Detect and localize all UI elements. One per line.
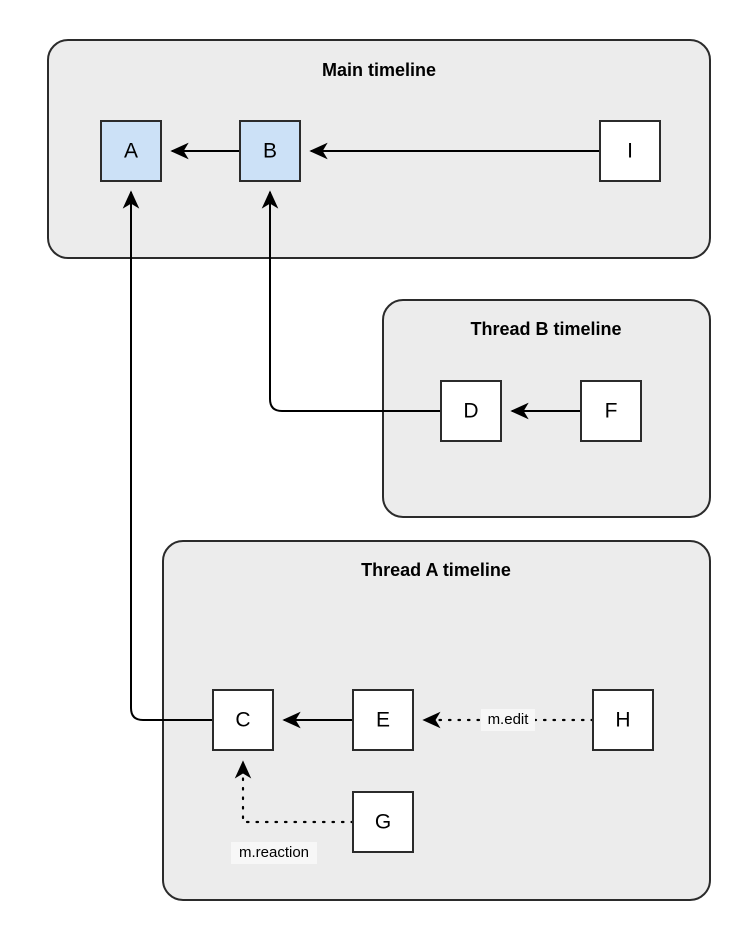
edge-D-to-B xyxy=(261,190,441,412)
event-node-label-A: A xyxy=(124,140,138,163)
event-node-label-I: I xyxy=(627,140,633,163)
message-edges xyxy=(122,142,600,824)
event-node-label-E: E xyxy=(376,709,390,732)
event-node-box-I[interactable] xyxy=(599,120,661,182)
edge-label-bg-H-to-E xyxy=(481,709,535,731)
event-node-F[interactable]: F xyxy=(580,380,642,442)
event-node-label-D: D xyxy=(463,400,478,423)
edge-C-to-A xyxy=(122,190,213,721)
event-node-box-D[interactable] xyxy=(440,380,502,442)
event-node-box-H[interactable] xyxy=(592,689,654,751)
event-node-label-H: H xyxy=(615,709,630,732)
group-title-thread-b-timeline: Thread B timeline xyxy=(470,319,621,339)
event-node-D[interactable]: D xyxy=(440,380,502,442)
event-node-A[interactable]: A xyxy=(100,120,162,182)
event-node-H[interactable]: H xyxy=(592,689,654,751)
event-node-C[interactable]: C xyxy=(212,689,274,751)
edge-label-G-to-C: m.reaction xyxy=(239,844,309,861)
event-node-box-G[interactable] xyxy=(352,791,414,853)
event-node-E[interactable]: E xyxy=(352,689,414,751)
event-node-label-G: G xyxy=(375,811,391,834)
event-node-box-A[interactable] xyxy=(100,120,162,182)
timeline-group-main-timeline xyxy=(47,39,711,259)
event-node-box-F[interactable] xyxy=(580,380,642,442)
edge-label-bg-G-to-C xyxy=(231,842,317,864)
edge-label-H-to-E: m.edit xyxy=(488,711,530,728)
timeline-group-thread-b-timeline xyxy=(382,299,711,518)
event-node-I[interactable]: I xyxy=(599,120,661,182)
group-title-main-timeline: Main timeline xyxy=(322,60,436,80)
event-node-B[interactable]: B xyxy=(239,120,301,182)
event-node-label-B: B xyxy=(263,140,277,163)
edge-labels: m.edit m.reaction xyxy=(231,709,535,864)
group-title-thread-a-timeline: Thread A timeline xyxy=(361,560,511,580)
event-node-label-C: C xyxy=(235,709,250,732)
event-node-box-C[interactable] xyxy=(212,689,274,751)
event-node-label-F: F xyxy=(605,400,618,423)
event-node-box-B[interactable] xyxy=(239,120,301,182)
event-nodes: A B I D F C E H G xyxy=(100,120,661,853)
event-node-box-E[interactable] xyxy=(352,689,414,751)
event-node-G[interactable]: G xyxy=(352,791,414,853)
